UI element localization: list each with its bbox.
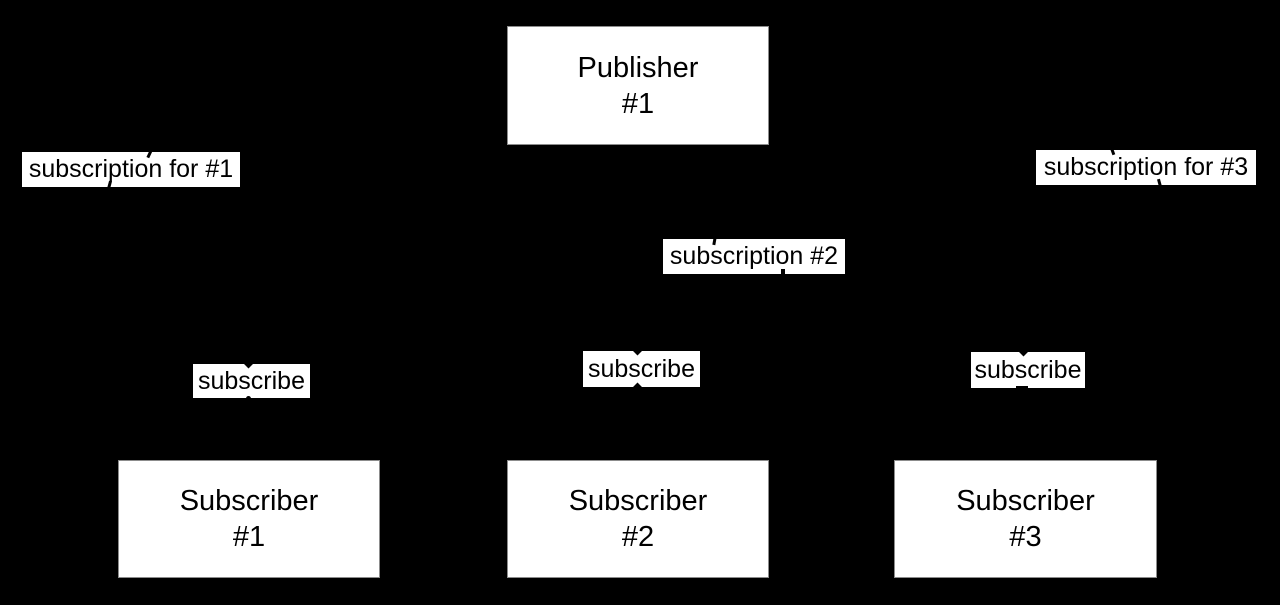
edge-label-subscribe-1: subscribe bbox=[193, 358, 310, 401]
edge-label-subscription-2-text: subscription #2 bbox=[669, 242, 839, 270]
edge-label-subscribe-1-text: subscribe bbox=[198, 366, 305, 395]
node-subscriber-2-title: Subscriber bbox=[568, 485, 708, 517]
node-subscriber-3-title: Subscriber bbox=[956, 485, 1095, 517]
edge-label-subscribe-2-text: subscribe bbox=[588, 354, 695, 383]
node-subscriber-1-number: #1 bbox=[232, 521, 266, 553]
node-subscriber-1: Subscriber #1 bbox=[118, 460, 380, 578]
edge-label-subscribe-3: subscribe bbox=[971, 346, 1085, 391]
edge-label-subscribe-3-text: subscribe bbox=[974, 355, 1082, 384]
node-publisher-1: Publisher #1 bbox=[507, 26, 769, 145]
edge-label-subscription-2: subscription #2 bbox=[663, 236, 845, 278]
node-subscriber-3-number: #3 bbox=[1009, 521, 1042, 553]
node-subscriber-2: Subscriber #2 bbox=[507, 460, 769, 578]
edge-label-subscription-for-3: subscription for #3 bbox=[1036, 146, 1256, 188]
edge-line-stub bbox=[246, 396, 251, 401]
edge-label-subscription-for-1-text: subscription for #1 bbox=[28, 155, 234, 183]
node-publisher-1-title: Publisher bbox=[577, 51, 699, 84]
node-subscriber-1-title: Subscriber bbox=[179, 485, 319, 517]
edge-line-stub bbox=[781, 269, 785, 278]
node-subscriber-2-number: #2 bbox=[621, 521, 655, 553]
node-publisher-1-number: #1 bbox=[621, 87, 655, 120]
edge-label-subscription-for-3-text: subscription for #3 bbox=[1043, 153, 1249, 181]
edge-line-stub bbox=[632, 382, 643, 393]
edge-line-stub bbox=[1016, 386, 1028, 391]
node-subscriber-3: Subscriber #3 bbox=[894, 460, 1157, 578]
edge-label-subscription-for-1: subscription for #1 bbox=[22, 149, 240, 190]
edge-label-subscribe-2: subscribe bbox=[583, 345, 700, 393]
edge-line-stub bbox=[107, 180, 112, 190]
